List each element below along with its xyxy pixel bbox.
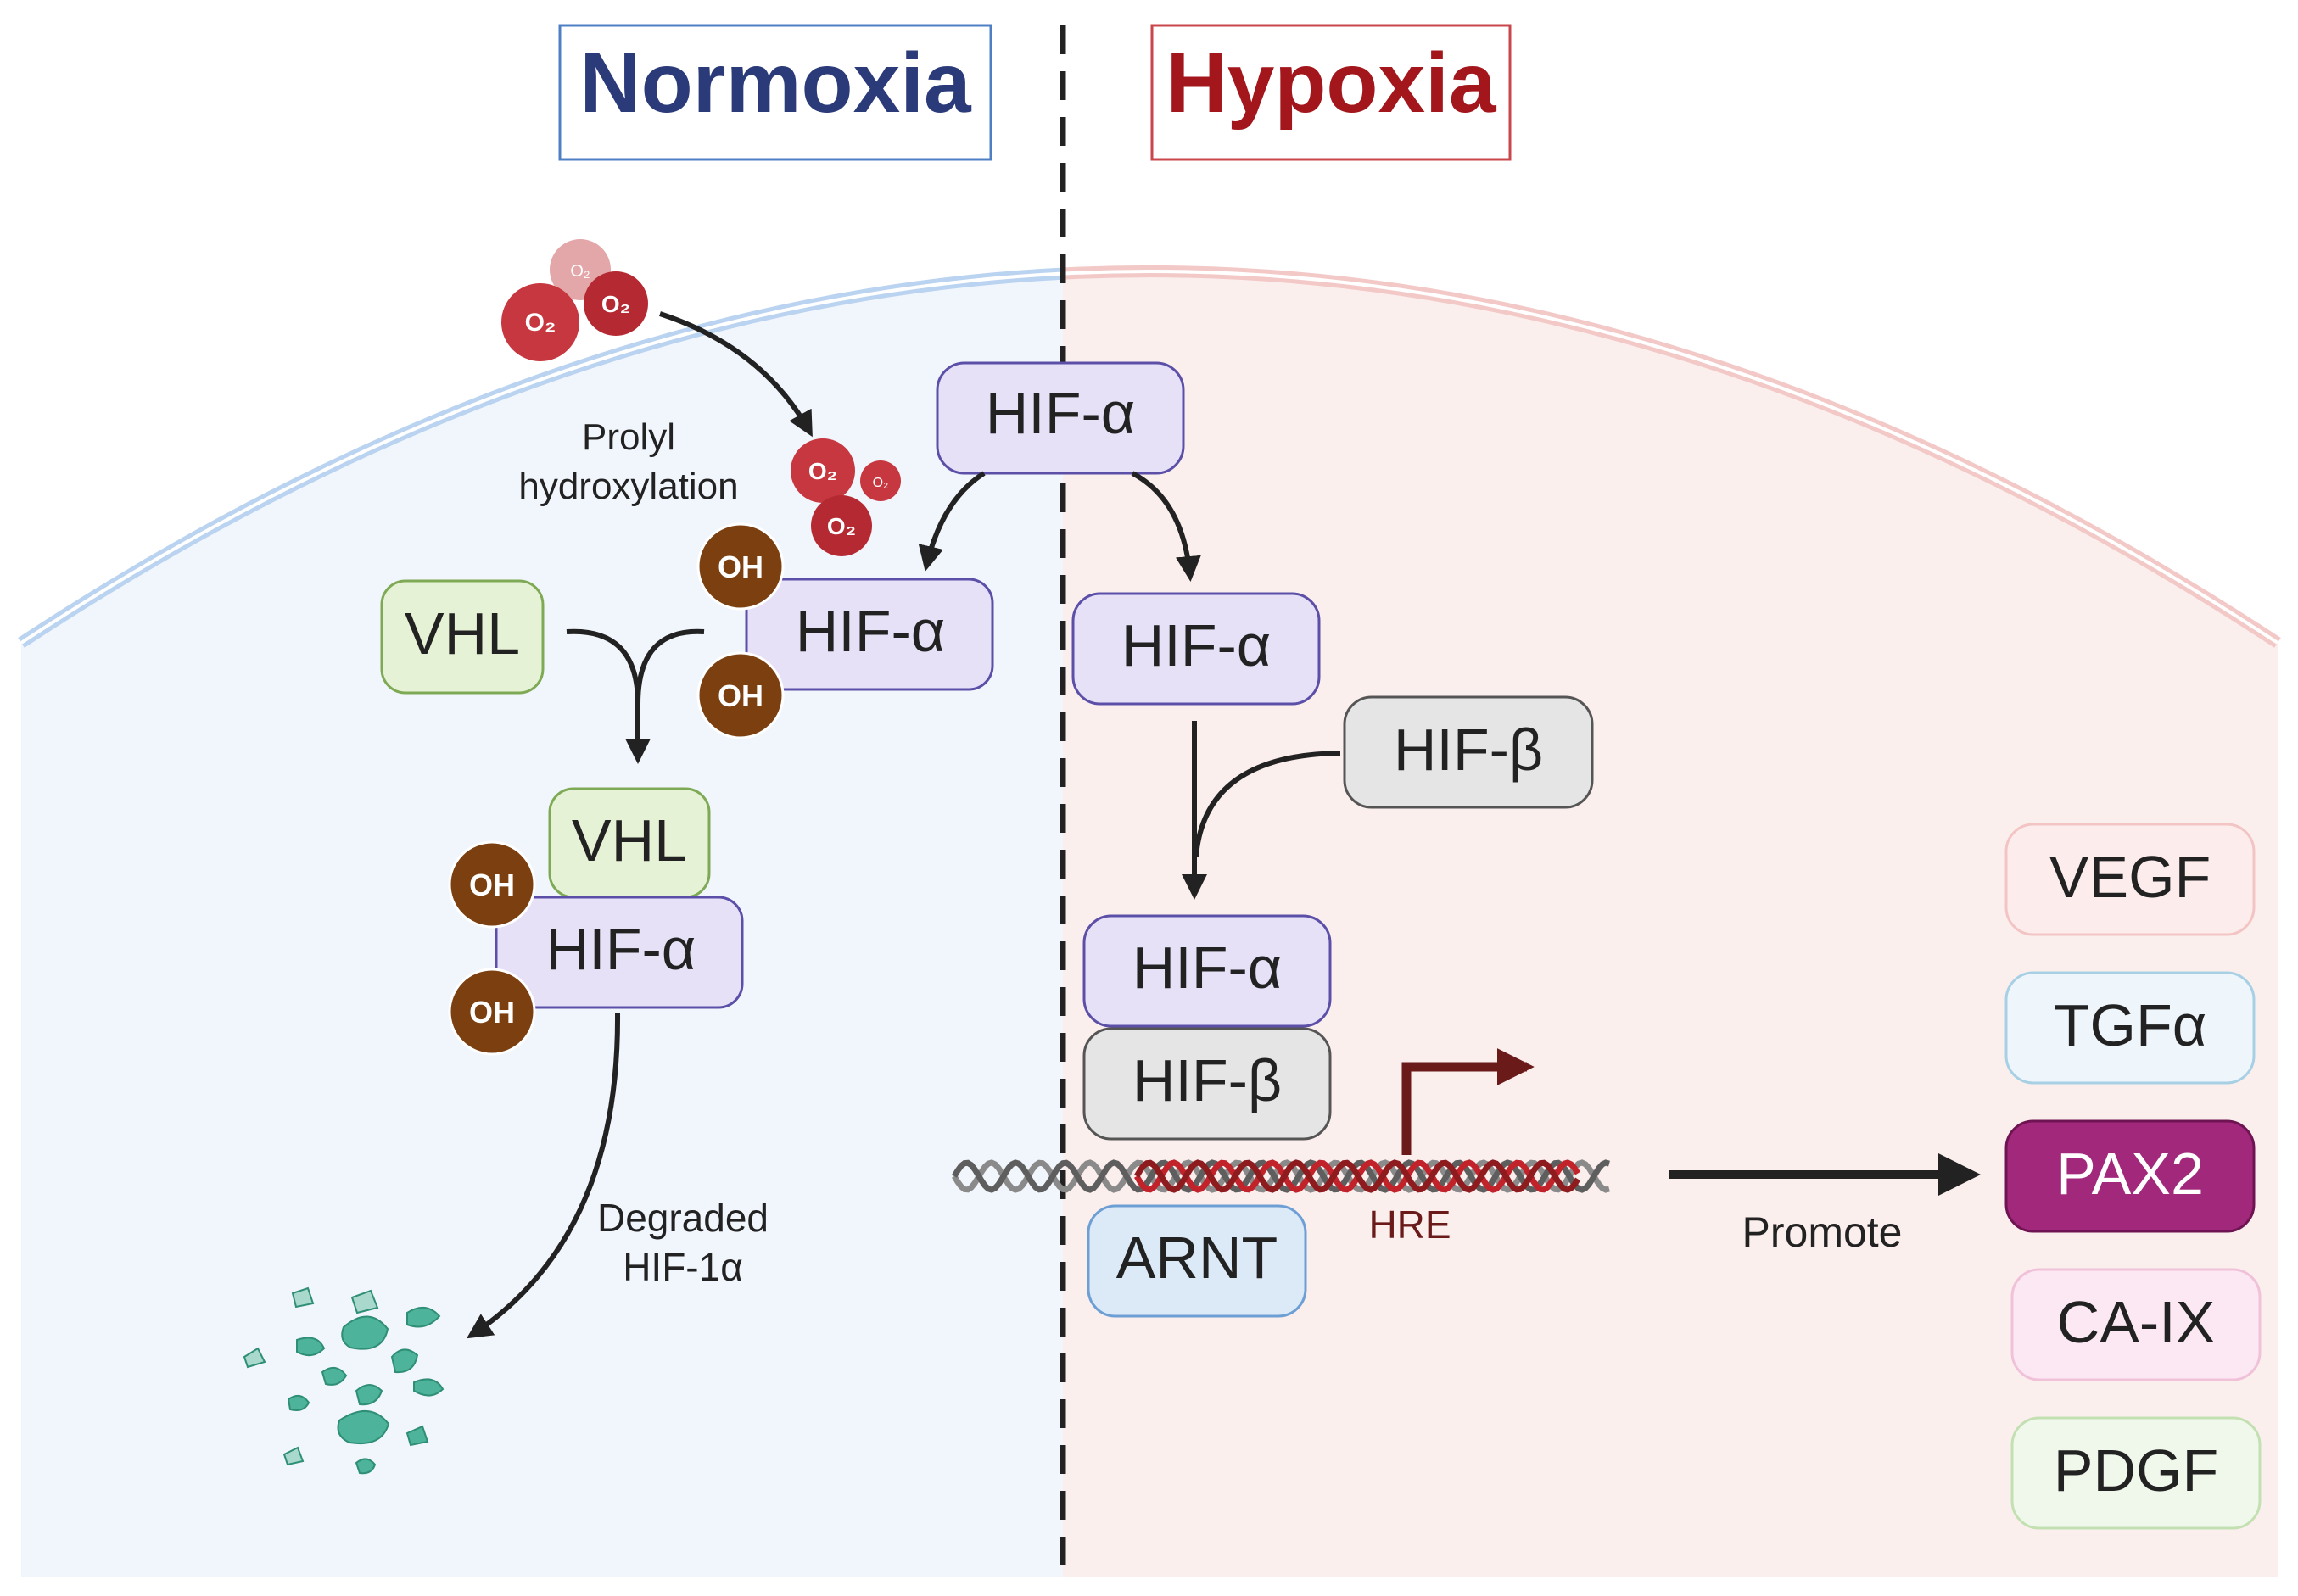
- transcription-start-arrow: [1401, 1048, 1535, 1155]
- oh-badge: OH: [718, 678, 763, 713]
- prolyl-hydroxylation-label-1: Prolyl: [582, 416, 675, 458]
- svg-text:ARNT: ARNT: [1116, 1225, 1278, 1291]
- target-pdgf: PDGF: [2010, 1416, 2262, 1530]
- svg-text:PAX2: PAX2: [2056, 1141, 2204, 1207]
- arrow-beta-to-complex: [1194, 751, 1341, 857]
- oh-badge: OH: [718, 550, 763, 584]
- degraded-fragments: [243, 1286, 445, 1475]
- svg-text:HIF-α: HIF-α: [986, 380, 1136, 446]
- oh-badge: OH: [469, 868, 515, 902]
- arrow-oxygen-in: [659, 311, 813, 438]
- arrow-degradation: [466, 1013, 621, 1339]
- svg-text:O₂: O₂: [873, 476, 889, 490]
- oxygen-cluster-bound: O₂ O₂ O₂: [791, 438, 901, 556]
- arrow-to-hydroxylated: [918, 471, 986, 572]
- svg-text:HIF-α: HIF-α: [1132, 935, 1283, 1001]
- svg-text:HIF-β: HIF-β: [1132, 1047, 1282, 1113]
- svg-text:HIF-α: HIF-α: [796, 598, 946, 664]
- hif-alpha-hypoxia: HIF-α: [1071, 592, 1321, 706]
- prolyl-hydroxylation-label-2: hydroxylation: [518, 466, 738, 507]
- arrow-vhl-merge: [566, 628, 705, 759]
- normoxia-title-box: Normoxia: [558, 24, 992, 161]
- svg-text:TGFα: TGFα: [2054, 992, 2206, 1058]
- hre-label: HRE: [1368, 1203, 1451, 1247]
- normoxia-title: Normoxia: [579, 36, 972, 131]
- degraded-label-1: Degraded: [597, 1196, 769, 1240]
- promote-label: Promote: [1742, 1208, 1903, 1256]
- svg-text:CA-IX: CA-IX: [2057, 1289, 2216, 1355]
- arrow-to-hypoxia-hif-alpha: [1131, 471, 1201, 582]
- vhl-hif-complex: VHL HIF-α OH OH: [448, 787, 744, 1056]
- svg-text:O₂: O₂: [570, 262, 590, 281]
- arnt-box: ARNT: [1087, 1204, 1307, 1318]
- dna-strand: [951, 1159, 1610, 1193]
- svg-text:VHL: VHL: [572, 807, 687, 873]
- svg-text:O₂: O₂: [827, 513, 856, 539]
- svg-text:O₂: O₂: [601, 291, 630, 317]
- svg-text:HIF-β: HIF-β: [1394, 717, 1543, 783]
- svg-text:O₂: O₂: [525, 309, 556, 337]
- svg-text:O₂: O₂: [808, 458, 837, 484]
- degraded-label-2: HIF-1α: [623, 1245, 743, 1289]
- svg-text:HIF-α: HIF-α: [546, 916, 696, 982]
- oxygen-cluster-top: O₂ O₂ O₂: [501, 239, 648, 361]
- vhl-free: VHL: [380, 579, 545, 695]
- hif-alpha-hydroxylated: HIF-α OH OH: [696, 522, 994, 739]
- target-pax2: PAX2: [2004, 1119, 2256, 1233]
- target-tgfa: TGFα: [2004, 971, 2256, 1085]
- target-vegf: VEGF: [2004, 823, 2256, 936]
- target-genes: VEGF TGFα PAX2 CA-IX PDGF: [2004, 823, 2262, 1530]
- oh-badge: OH: [469, 995, 515, 1030]
- cell-hypoxia-side: [1063, 265, 2281, 1577]
- svg-text:PDGF: PDGF: [2054, 1437, 2218, 1504]
- svg-text:VEGF: VEGF: [2049, 844, 2211, 910]
- hif-complex: HIF-α HIF-β: [1082, 914, 1332, 1141]
- hif-alpha-top: HIF-α: [936, 361, 1185, 475]
- hif-beta-free: HIF-β: [1343, 695, 1594, 809]
- hypoxia-title-box: Hypoxia: [1150, 24, 1512, 161]
- target-ca-ix: CA-IX: [2010, 1268, 2262, 1381]
- svg-text:VHL: VHL: [405, 600, 520, 667]
- hypoxia-title: Hypoxia: [1166, 36, 1496, 131]
- svg-text:HIF-α: HIF-α: [1121, 612, 1272, 678]
